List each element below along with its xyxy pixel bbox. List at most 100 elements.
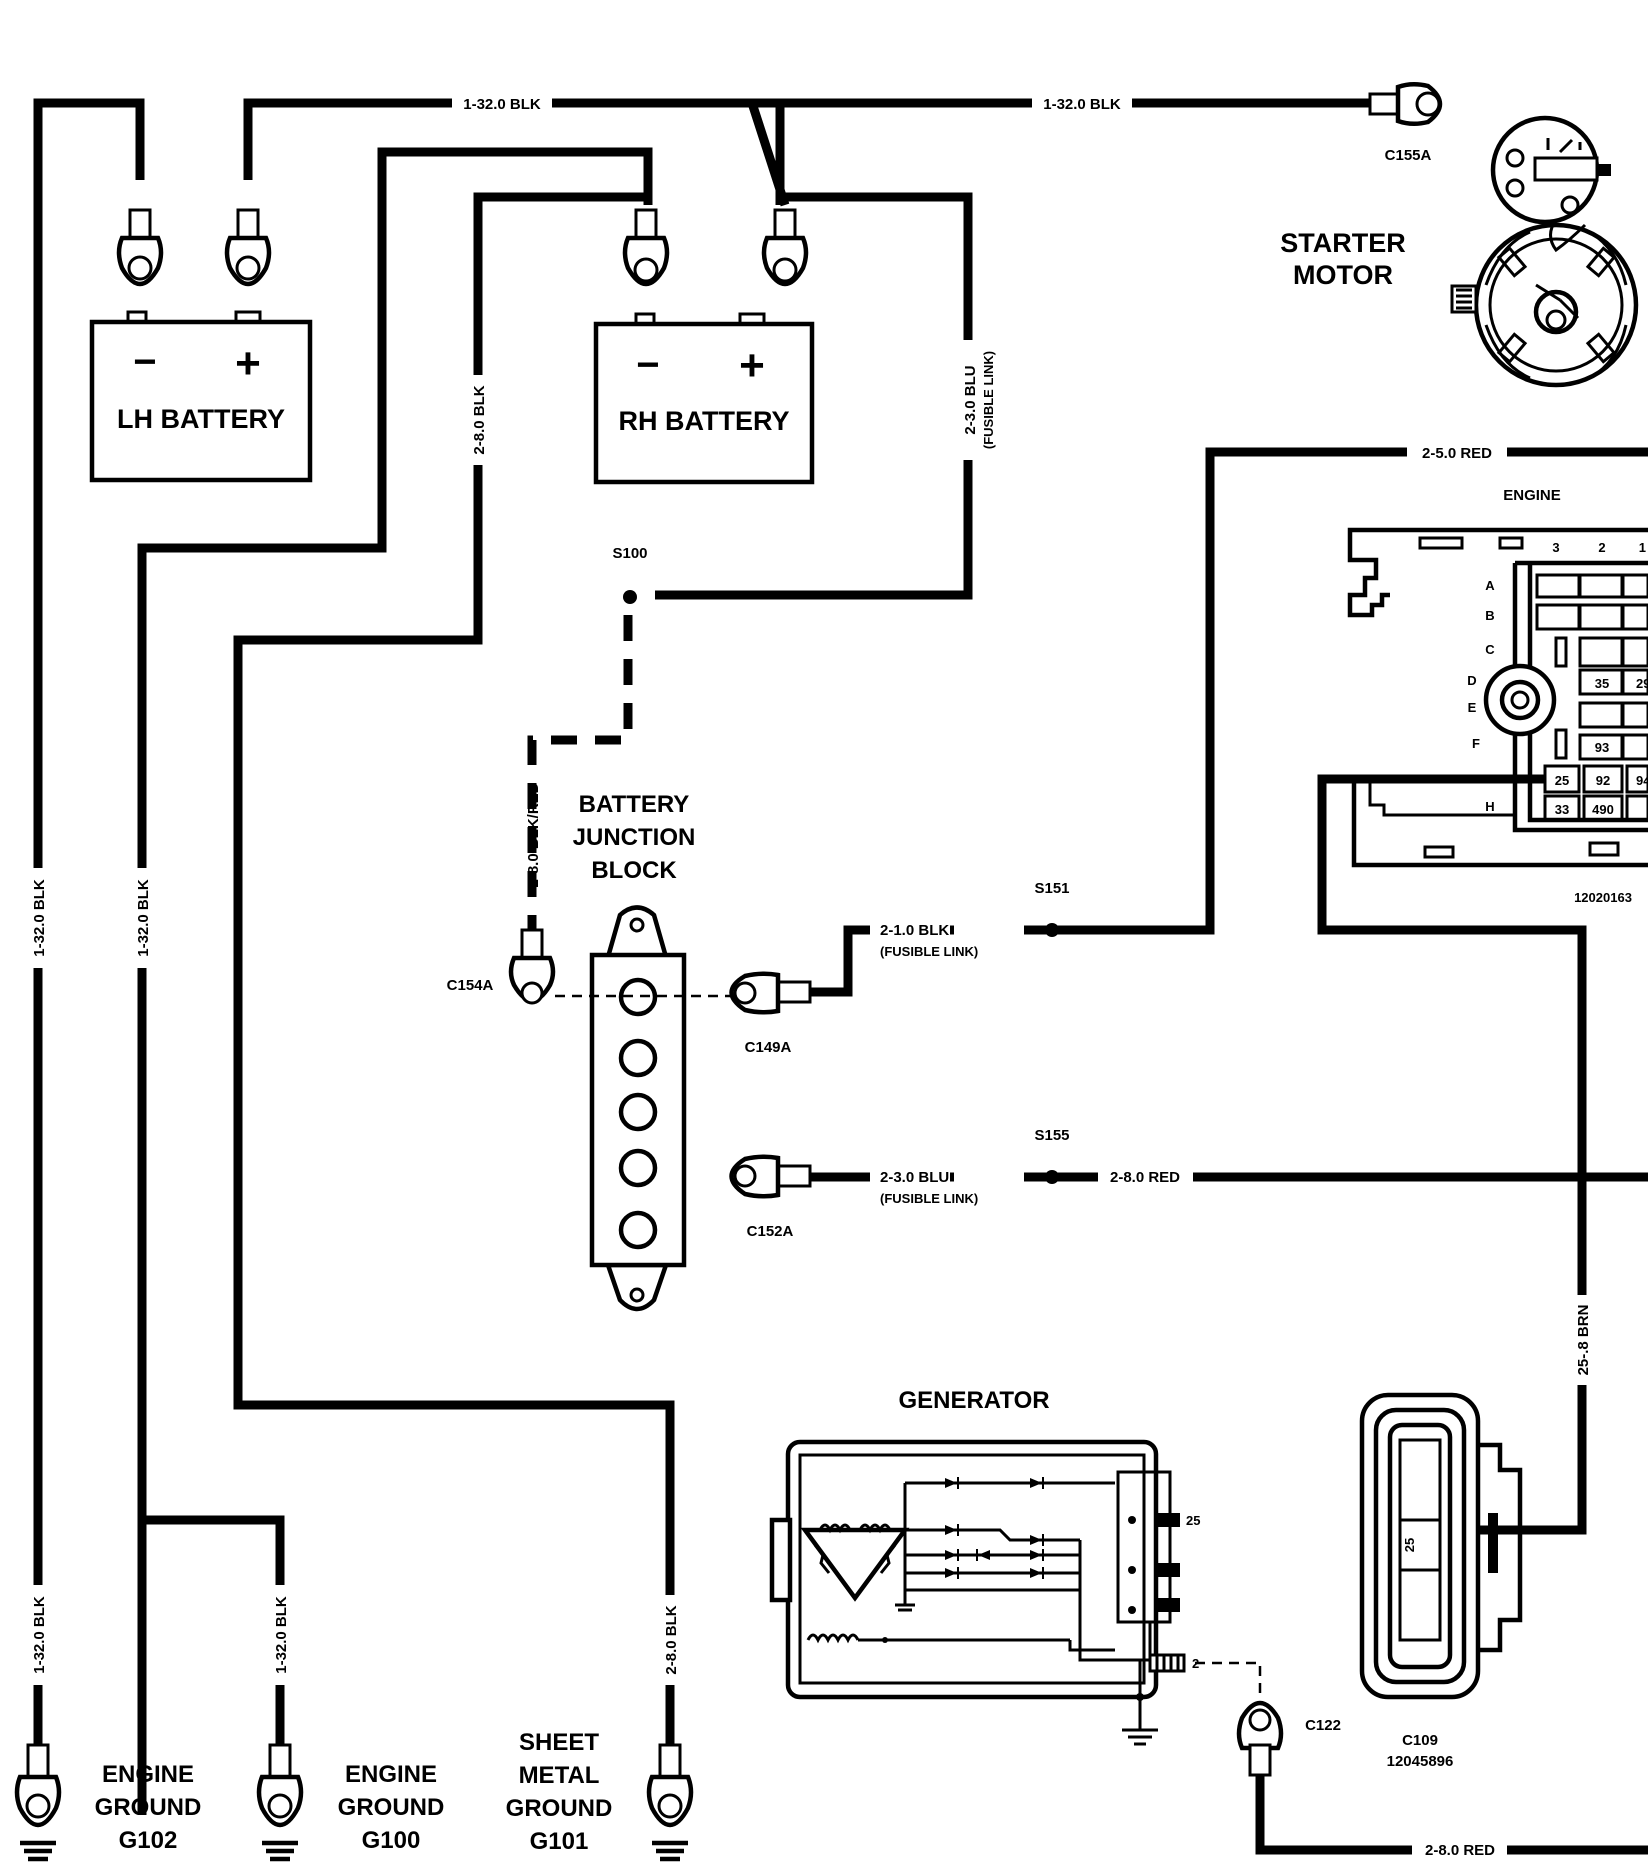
terminal-c122: C122 xyxy=(1236,1700,1341,1777)
ground-terminal-g102 xyxy=(14,1743,62,1862)
lh-battery-plus: + xyxy=(235,339,261,388)
fuse-col-3: 3 xyxy=(1552,540,1559,555)
wire-labels: 1-32.0 BLK 1-32.0 BLK 1-32.0 BLK 1-32.0 … xyxy=(31,96,1592,1859)
wire-g102-drop xyxy=(137,147,653,1520)
connector-c149a: C149A xyxy=(745,1039,792,1056)
connector-c152a: C152A xyxy=(747,1223,794,1240)
rh-battery-plus: + xyxy=(739,341,765,390)
fuse-row-c: C xyxy=(1485,642,1495,657)
label-gaps xyxy=(27,92,1594,1862)
wire-label-g102: 1-32.0 BLK xyxy=(31,1596,48,1674)
fuse-cell-29: 29 xyxy=(1636,676,1648,691)
fuse-cell-93: 93 xyxy=(1595,740,1609,755)
terminal-c149a xyxy=(729,971,812,1015)
c109-part-number: 12045896 xyxy=(1387,1753,1454,1770)
ground-g102-line2: GROUND xyxy=(95,1794,202,1821)
wire-label-blk-fusible: 2-1.0 BLK xyxy=(880,922,949,939)
ground-g102-line1: ENGINE xyxy=(102,1761,194,1788)
wire-label-rh-neg: 2-8.0 BLK xyxy=(471,385,488,454)
wire-label-brn: 25-.8 BRN xyxy=(1575,1305,1592,1376)
generator: GENERATOR xyxy=(769,1387,1200,1746)
wire-note-blk-fusible: (FUSIBLE LINK) xyxy=(880,944,978,959)
splice-label-s151: S151 xyxy=(1034,880,1069,897)
connector-c122: C122 xyxy=(1305,1717,1341,1734)
fuse-box-part-number: 12020163 xyxy=(1574,890,1632,905)
wire-blk-fusible xyxy=(810,447,1648,997)
wire-label-g100: 1-32.0 BLK xyxy=(273,1596,290,1674)
ground-g101-line3: GROUND xyxy=(506,1795,613,1822)
fuse-col-2: 2 xyxy=(1598,540,1605,555)
engine-fuse-box: ENGINE 3 2 1 A B C D E F H xyxy=(1347,487,1648,905)
wire-label-blk-red: 2-8.0 BLK/RED xyxy=(525,782,542,887)
ground-g100-line1: ENGINE xyxy=(345,1761,437,1788)
generator-pin-25: 25 xyxy=(1186,1513,1200,1528)
ground-g101-line4: G101 xyxy=(530,1828,589,1855)
c109-label: C109 xyxy=(1402,1732,1438,1749)
splices: S100 S151 S155 xyxy=(612,545,1070,1184)
wire-label-lh-vertical-2: 1-32.0 BLK xyxy=(135,879,152,957)
wire-s100-junction xyxy=(527,615,633,930)
starter-label-line1: STARTER xyxy=(1280,228,1406,258)
splice-s100 xyxy=(623,590,637,604)
wire-note-fusible-blu: (FUSIBLE LINK) xyxy=(981,351,996,449)
wire-gen-c122 xyxy=(1195,1661,1262,1700)
fuse-cell-94: 94 xyxy=(1636,773,1648,788)
fuse-box-label: ENGINE xyxy=(1503,487,1561,504)
fuse-cell-490: 490 xyxy=(1592,802,1614,817)
ground-g100-line3: G100 xyxy=(362,1827,421,1854)
lh-battery-label: LH BATTERY xyxy=(117,404,285,434)
splice-s151 xyxy=(1045,923,1059,937)
wire-note-blu-fusible: (FUSIBLE LINK) xyxy=(880,1191,978,1206)
ground-terminals: ENGINE GROUND G102 ENGINE GROUND G100 SH… xyxy=(14,1729,694,1862)
starter-motor: C155A STARTER MOTOR xyxy=(1280,82,1639,388)
wire-label-red-mid: 2-8.0 RED xyxy=(1110,1169,1180,1186)
fuse-cell-33: 33 xyxy=(1555,802,1569,817)
wire-label-red-bottom: 2-8.0 RED xyxy=(1425,1842,1495,1859)
fuse-cell-35: 35 xyxy=(1595,676,1609,691)
fuse-row-h: H xyxy=(1485,799,1494,814)
battery-junction-block: BATTERY JUNCTION BLOCK C154A C149A xyxy=(447,791,812,1312)
c109-pin-25: 25 xyxy=(1402,1538,1417,1552)
wire-top-blk xyxy=(243,98,1370,180)
connector-c154a: C154A xyxy=(447,977,494,994)
wire-label-g101: 2-8.0 BLK xyxy=(663,1605,680,1674)
lh-battery: − + LH BATTERY xyxy=(89,310,313,483)
wire-label-red-top: 2-5.0 RED xyxy=(1422,445,1492,462)
terminal-c152a xyxy=(729,1154,812,1199)
ground-terminal-g100 xyxy=(256,1743,304,1862)
terminal-rh-neg xyxy=(622,208,670,287)
terminal-lh-pos xyxy=(224,208,272,287)
fuse-row-d: D xyxy=(1467,673,1476,688)
junction-label-line3: BLOCK xyxy=(591,857,677,884)
starter-label-line2: MOTOR xyxy=(1293,260,1393,290)
lh-battery-minus: − xyxy=(133,340,156,384)
wire-label-fusible-blu: 2-3.0 BLU xyxy=(962,365,979,434)
junction-label-line1: BATTERY xyxy=(579,791,690,818)
splice-label-s100: S100 xyxy=(612,545,647,562)
fuse-cell-92: 92 xyxy=(1596,773,1610,788)
wire-rh-neg xyxy=(233,192,675,1815)
rh-battery-label: RH BATTERY xyxy=(619,406,790,436)
wire-label-lh-vertical-1: 1-32.0 BLK xyxy=(31,879,48,957)
fuse-row-b: B xyxy=(1485,608,1494,623)
wire-label-blu-fusible: 2-3.0 BLU xyxy=(880,1169,949,1186)
terminal-rh-pos xyxy=(761,208,809,287)
splice-label-s155: S155 xyxy=(1034,1127,1069,1144)
terminal-lh-neg xyxy=(116,208,164,287)
ground-g102-line3: G102 xyxy=(119,1827,178,1854)
wire-label-top-right: 1-32.0 BLK xyxy=(1043,96,1121,113)
ring-terminals xyxy=(116,208,809,287)
fuse-row-a: A xyxy=(1485,578,1495,593)
rh-battery: − + RH BATTERY xyxy=(593,312,815,485)
fuse-col-1: 1 xyxy=(1639,540,1646,555)
ground-terminal-g101 xyxy=(646,1743,694,1862)
fuse-row-f: F xyxy=(1472,736,1480,751)
wire-label-top-left: 1-32.0 BLK xyxy=(463,96,541,113)
junction-label-line2: JUNCTION xyxy=(573,824,696,851)
ground-g100-line2: GROUND xyxy=(338,1794,445,1821)
generator-label: GENERATOR xyxy=(898,1387,1049,1414)
fuse-row-e: E xyxy=(1468,700,1477,715)
ground-g101-line2: METAL xyxy=(519,1762,600,1789)
